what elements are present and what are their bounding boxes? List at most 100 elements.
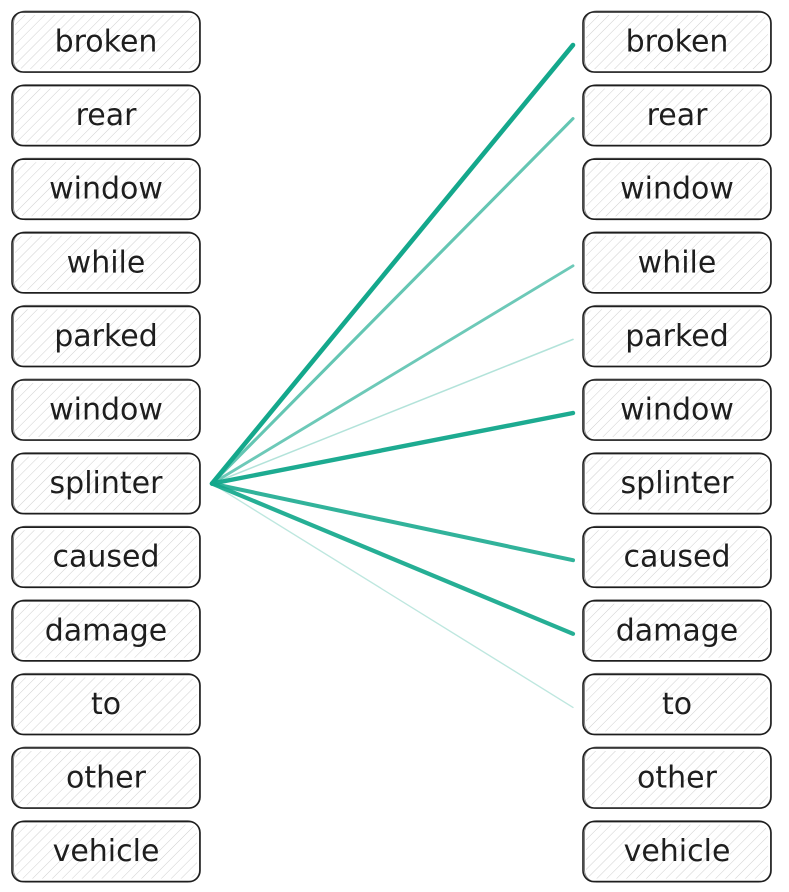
attention-links [209,42,576,709]
token-box-sketch [584,378,771,441]
token-label: while [638,245,717,280]
token-label: window [620,172,734,207]
source-token-3: while [11,231,201,294]
token-hatch [586,456,768,511]
source-token-7: caused [11,525,201,589]
token-label: window [620,393,734,428]
token-hatch [586,751,768,805]
token-box-sketch [13,672,200,736]
token-label: broken [626,25,729,60]
token-hatch [586,383,768,437]
token-label: while [67,245,146,280]
token-hatch [586,824,768,879]
token-hatch [15,530,197,585]
token-label: caused [52,540,159,575]
attention-link-5 [209,481,576,563]
target-token-1: rear [582,84,772,147]
source-token-4: parked [11,304,201,368]
token-hatch [15,824,197,879]
token-box-sketch [13,599,200,662]
source-token-column: broken rear window while parked window splinte… [11,10,201,883]
token-box-sketch [13,452,200,515]
target-token-11: vehicle [582,820,772,883]
source-token-8: damage [11,599,201,662]
source-token-5: window [11,378,201,441]
token-label: splinter [50,466,164,501]
token-label: parked [54,319,158,354]
token-hatch [15,383,197,437]
token-hatch [586,603,768,658]
token-box-sketch [584,525,771,589]
attention-link-3 [211,338,574,485]
token-hatch [586,530,768,585]
token-hatch [586,235,768,290]
token-label: broken [55,25,158,60]
source-token-9: to [11,672,201,736]
token-label: splinter [621,466,735,501]
target-token-8: damage [582,599,772,662]
source-token-2: window [11,157,201,221]
token-box-sketch [584,746,771,809]
token-label: rear [647,98,709,133]
attention-link-4 [209,410,576,486]
target-token-5: window [582,378,772,441]
target-token-6: splinter [582,452,772,515]
token-hatch [586,309,768,364]
token-hatch [15,162,197,217]
token-box-sketch [13,84,200,147]
token-box-sketch [13,746,200,809]
token-label: to [662,687,692,722]
token-box-sketch [13,157,200,221]
token-hatch [586,677,768,732]
target-token-9: to [582,672,772,736]
token-label: damage [45,613,168,648]
token-label: parked [625,319,729,354]
attention-link-1 [210,117,575,486]
source-token-1: rear [11,84,201,147]
token-hatch [586,15,768,69]
token-box-sketch [13,231,200,294]
target-token-10: other [582,746,772,809]
token-label: rear [76,98,138,133]
token-box-sketch [584,157,771,221]
source-token-11: vehicle [11,820,201,883]
token-box-sketch [584,599,771,662]
token-hatch [15,309,197,364]
token-box-sketch [584,84,771,147]
token-hatch [15,88,197,143]
token-label: caused [623,540,730,575]
target-token-0: broken [582,10,772,73]
token-box-sketch [584,820,771,883]
token-hatch [15,235,197,290]
token-box-sketch [13,820,200,883]
token-label: window [49,393,163,428]
attention-link-6 [209,481,576,636]
token-box-sketch [584,10,771,73]
token-box-sketch [584,304,771,368]
token-box-sketch [584,231,771,294]
token-box-sketch [13,304,200,368]
token-hatch [15,456,197,511]
attention-link-2 [210,264,575,486]
target-token-column: broken rear window while parked window splinte… [582,10,772,883]
target-token-3: while [582,231,772,294]
target-token-2: window [582,157,772,221]
token-label: other [66,761,147,796]
token-label: other [637,761,718,796]
token-hatch [15,603,197,658]
token-label: damage [616,613,739,648]
token-hatch [15,677,197,732]
source-token-10: other [11,746,201,809]
token-box-sketch [584,452,771,515]
source-token-0: broken [11,10,201,73]
source-token-6: splinter [11,452,201,515]
token-label: vehicle [53,834,160,869]
token-label: vehicle [624,834,731,869]
token-box-sketch [584,672,771,736]
token-label: window [49,172,163,207]
token-box-sketch [13,10,200,73]
token-hatch [586,88,768,143]
attention-link-0 [209,42,576,486]
attention-link-7 [211,482,574,709]
